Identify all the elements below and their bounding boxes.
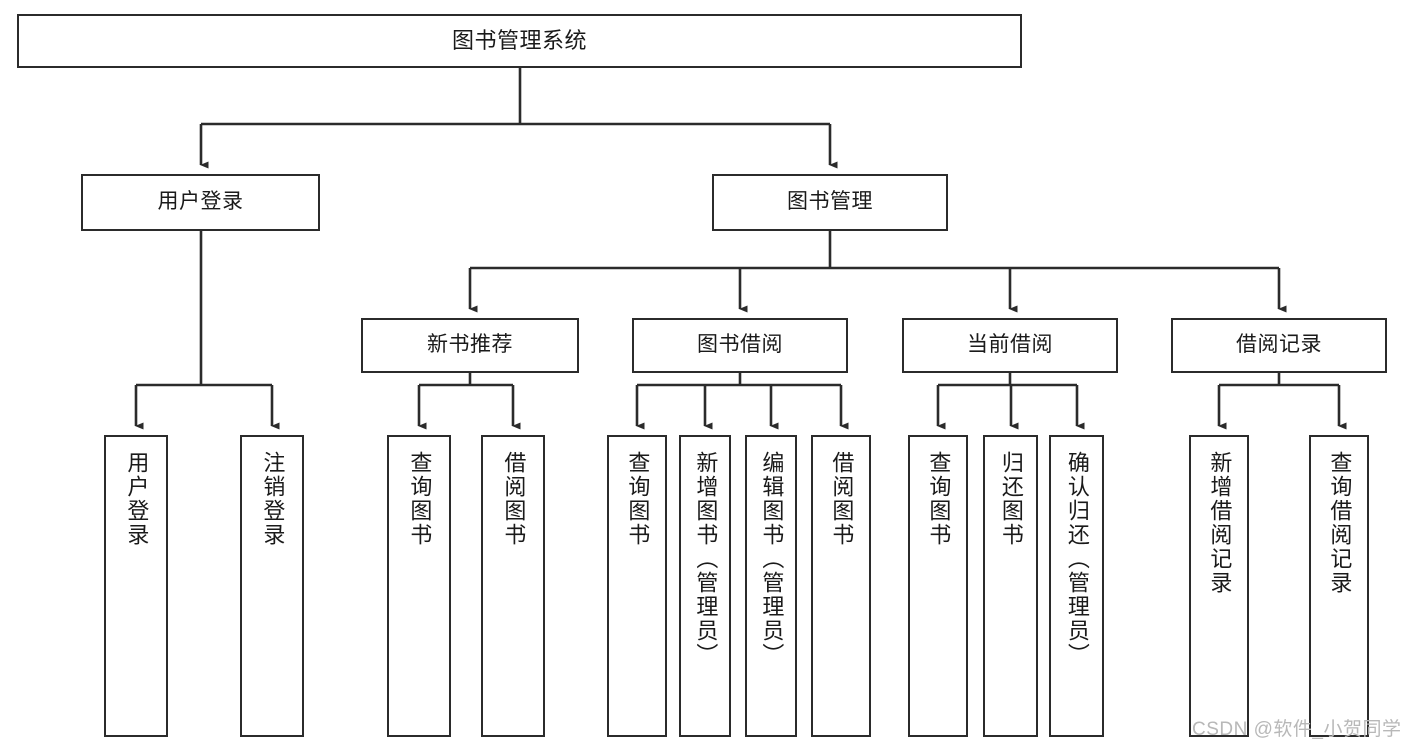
node-newbook[interactable]: 新书推荐: [361, 318, 579, 373]
node-l-q1[interactable]: 查询图书: [387, 435, 451, 737]
node-l-b2[interactable]: 借阅图书: [811, 435, 871, 737]
node-l-q2[interactable]: 查询图书: [607, 435, 667, 737]
node-label: 用户登录: [157, 190, 244, 214]
node-label: 查询图书: [625, 451, 651, 547]
node-label: 注销登录: [260, 451, 286, 547]
node-label: 新书推荐: [427, 333, 513, 357]
node-label: 图书借阅: [697, 333, 783, 357]
node-l-confirm[interactable]: 确认归还（管理员）: [1049, 435, 1104, 737]
node-label: 图书管理系统: [451, 28, 587, 54]
node-label: 用户登录: [124, 451, 150, 547]
node-label: 查询借阅记录: [1327, 451, 1353, 595]
node-records[interactable]: 借阅记录: [1171, 318, 1387, 373]
node-l-add[interactable]: 新增图书（管理员）: [679, 435, 731, 737]
node-l-return[interactable]: 归还图书: [983, 435, 1038, 737]
node-l-qrec[interactable]: 查询借阅记录: [1309, 435, 1369, 737]
node-label: 查询图书: [407, 451, 433, 547]
node-root[interactable]: 图书管理系统: [17, 14, 1022, 68]
node-label: 借阅记录: [1236, 333, 1322, 357]
node-label: 确认归还（管理员）: [1064, 451, 1090, 667]
node-label: 编辑图书（管理员）: [759, 451, 785, 667]
node-label: 借阅图书: [501, 451, 527, 547]
node-login[interactable]: 用户登录: [81, 174, 320, 231]
node-label: 新增借阅记录: [1207, 451, 1233, 595]
node-l-userlogin[interactable]: 用户登录: [104, 435, 168, 737]
node-bookmgmt[interactable]: 图书管理: [712, 174, 948, 231]
node-label: 图书管理: [787, 190, 873, 214]
node-current[interactable]: 当前借阅: [902, 318, 1118, 373]
node-label: 新增图书（管理员）: [693, 451, 719, 667]
node-l-edit[interactable]: 编辑图书（管理员）: [745, 435, 797, 737]
node-l-q3[interactable]: 查询图书: [908, 435, 968, 737]
node-label: 归还图书: [998, 451, 1024, 547]
node-l-b1[interactable]: 借阅图书: [481, 435, 545, 737]
node-label: 借阅图书: [829, 451, 855, 547]
node-borrow[interactable]: 图书借阅: [632, 318, 848, 373]
node-label: 当前借阅: [967, 333, 1053, 357]
node-l-logout[interactable]: 注销登录: [240, 435, 304, 737]
node-l-addrec[interactable]: 新增借阅记录: [1189, 435, 1249, 737]
node-label: 查询图书: [926, 451, 952, 547]
csdn-watermark: CSDN @软件_小贺同学: [1192, 719, 1402, 740]
